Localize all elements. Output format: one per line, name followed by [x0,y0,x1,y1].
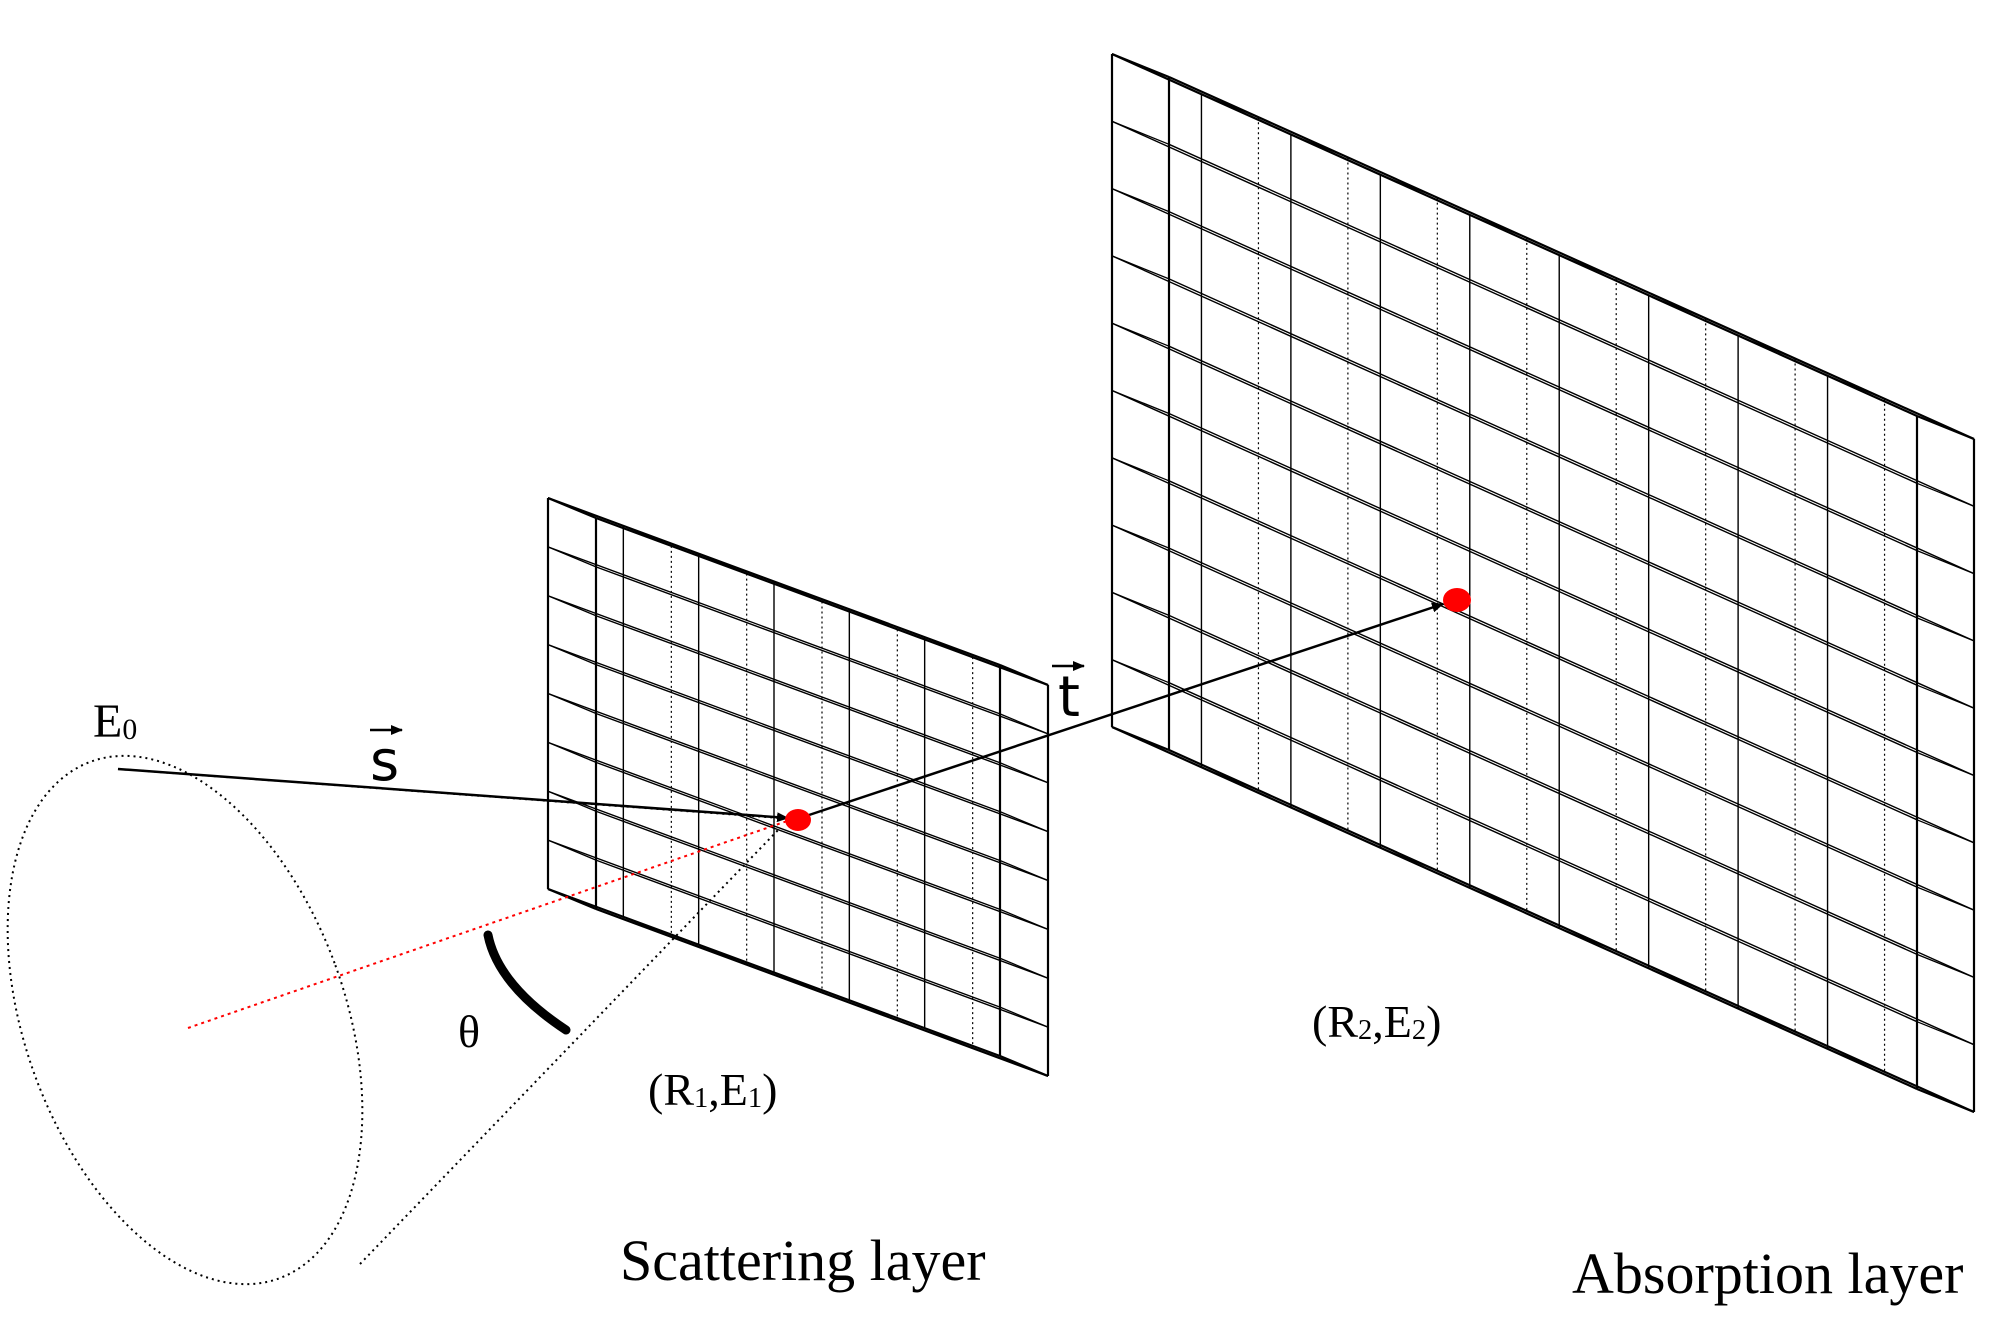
slab-edge [1111,725,1170,752]
voxel-grid-line [547,595,1001,764]
slab-edge [1111,52,1170,79]
voxel-depth-line [1111,120,1170,145]
scattered-vector-arrow [799,602,1444,820]
scattering-layer-block [546,496,1050,1078]
slab-edge [547,496,1001,667]
voxel-grid-line [1168,210,1975,575]
slab-edge [1111,725,1918,1091]
voxel-depth-line [1916,1021,1975,1046]
slab-edge [999,663,1049,687]
beam-axis [187,819,791,1029]
scattered-vector-label: t [1058,665,1080,730]
voxel-depth-line [1916,953,1975,979]
slab-edge [999,1054,1049,1078]
voxel-depth-line [547,741,597,763]
voxel-depth-line [1111,457,1170,482]
slab-edge [1916,1087,1975,1114]
voxel-depth-line [547,692,597,715]
voxel-grid-line [1168,547,1975,911]
voxel-depth-line [1916,886,1975,911]
voxel-depth-line [1916,482,1975,507]
voxel-depth-line [999,762,1049,784]
voxel-depth-line [1916,549,1975,575]
voxel-depth-line [547,839,597,861]
voxel-depth-line [1111,591,1170,617]
absorption-interaction-point [1443,588,1471,612]
voxel-grid-line [547,692,1001,862]
scatter-interaction-point [785,809,811,831]
voxel-depth-line [1916,751,1975,777]
voxel-grid-line [1111,322,1918,686]
voxel-grid-line [1111,659,1918,1023]
voxel-grid-line [595,615,1049,784]
slab-edge [1111,52,1918,418]
incident-vector-arrow [117,767,789,823]
voxel-depth-line [1111,187,1170,213]
voxel-depth-line [999,811,1049,833]
slab-edge [1168,75,1975,441]
voxel-depth-line [999,957,1049,979]
voxel-grid-line [1111,255,1918,619]
voxel-grid-line [595,712,1049,882]
slab-edge [547,496,597,520]
voxel-depth-line [547,644,597,666]
voxel-depth-line [1111,524,1170,549]
voxel-depth-line [1916,684,1975,709]
voxel-depth-line [999,1006,1049,1028]
voxel-depth-line [1916,617,1975,642]
voxel-grid-line [595,566,1049,735]
voxel-grid-line [547,546,1001,715]
slab-edge [547,887,597,911]
voxel-grid-line [595,761,1049,931]
incident-vector-label: s [370,729,399,794]
voxel-depth-line [1111,389,1170,415]
voxel-grid-line [1111,524,1918,888]
voxel-depth-line [1111,255,1170,280]
voxel-depth-line [999,859,1049,882]
voxel-grid-line [547,643,1001,813]
slab-edge [547,887,1001,1058]
voxel-depth-line [999,908,1049,930]
voxel-grid-line [1111,457,1918,821]
source-cone [6,754,781,1286]
angle-arc [483,930,571,1035]
voxel-grid-line [547,839,1001,1008]
voxel-grid-line [1111,120,1918,484]
slab-edge [1916,414,1975,441]
voxel-depth-line [999,713,1049,735]
voxel-depth-line [547,595,597,617]
slab-edge [595,516,1049,687]
scattering-layer-caption: Scattering layer [620,1228,986,1293]
voxel-grid-line [1168,412,1975,777]
voxel-grid-line [1111,187,1918,552]
voxel-depth-line [1111,659,1170,684]
voxel-grid-line [595,663,1049,833]
absorb-point-label: (R2,E2) [1312,996,1441,1047]
voxel-grid-line [1168,682,1975,1046]
absorption-layer-caption: Absorption layer [1572,1241,1963,1306]
voxel-grid-line [595,859,1049,1028]
voxel-grid-line [547,741,1001,911]
source-energy-label: E0 [93,695,137,748]
voxel-depth-line [1916,819,1975,844]
angle-label: θ [458,1006,480,1057]
voxel-grid-line [1111,389,1918,754]
voxel-grid-line [1168,614,1975,979]
voxel-grid-line [595,810,1049,979]
voxel-depth-line [1111,322,1170,347]
voxel-grid-line [1168,480,1975,844]
voxel-grid-line [1111,591,1918,956]
absorption-layer-block [1110,52,1976,1114]
voxel-depth-line [547,546,597,568]
voxel-grid-line [547,790,1001,959]
voxel-grid-line [1168,143,1975,507]
slab-edge [1168,748,1975,1114]
voxel-grid-line [1168,278,1975,642]
scatter-point-label: (R1,E1) [648,1064,777,1115]
voxel-grid-line [1168,345,1975,709]
slab-edge [595,907,1049,1078]
